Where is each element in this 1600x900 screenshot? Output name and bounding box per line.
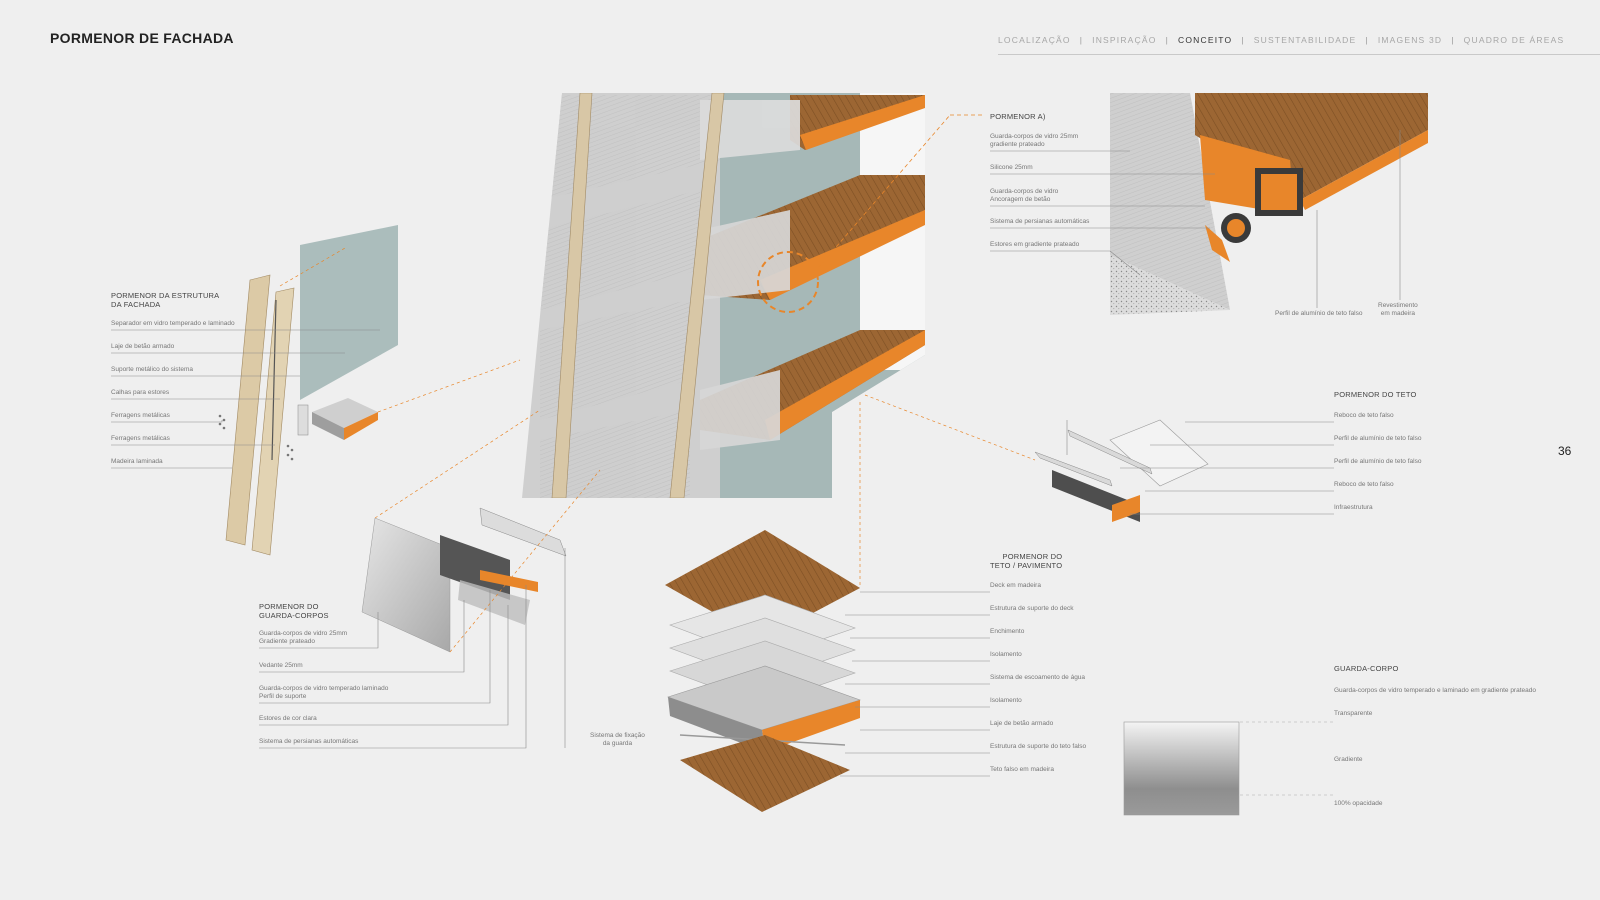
leader-line [990, 250, 1141, 276]
gradient-swatch [1123, 721, 1240, 816]
nav-separator: | [1365, 35, 1369, 45]
legend-level-2: Gradiente [1334, 756, 1363, 763]
page-number: 36 [1558, 444, 1572, 458]
estrutura-label-5: Ferragens metálicas [111, 412, 170, 419]
top-navigation: LOCALIZAÇÃO | INSPIRAÇÃO | CONCEITO | SUSTENTA… [998, 35, 1600, 55]
estrutura-label-6: Ferragens metálicas [111, 435, 170, 442]
estrutura-label-2: Laje de betão armado [111, 343, 175, 350]
guarda-corpos-label-5: Sistema de persianas automáticas [259, 738, 359, 745]
estrutura-label-4: Calhas para estores [111, 389, 170, 396]
guarda-corpos-label-4: Estores de cor clara [259, 715, 317, 722]
nav-item-4[interactable]: SUSTENTABILIDADE [1253, 35, 1357, 45]
estrutura-label-3: Suporte metálico do sistema [111, 366, 194, 373]
teto-label-2: Perfil de alumínio de teto falso [1334, 435, 1422, 442]
guardrail-exploded-view [361, 409, 601, 653]
nav-item-2[interactable]: INSPIRAÇÃO [1092, 35, 1157, 45]
legend-title: GUARDA-CORPO [1334, 664, 1399, 673]
leader-line [259, 600, 465, 673]
leader-line [259, 585, 527, 749]
floor-ceiling-exploded-view [665, 402, 861, 812]
teto-pavimento-label-2: Estrutura de suporte do deck [990, 605, 1074, 612]
teto-pavimento-label-7: Laje de betão armado [990, 720, 1054, 727]
estrutura-label-7: Madeira laminada [111, 458, 163, 465]
leader-line [259, 612, 379, 649]
nav-item-6[interactable]: QUADRO DE ÁREAS [1463, 35, 1565, 45]
page-title: PORMENOR DE FACHADA [50, 30, 234, 46]
main-facade-render [522, 93, 925, 498]
guarda-corpos-label-3: Guarda-corpos de vidro temperado laminad… [259, 685, 389, 701]
teto-title: PORMENOR DO TETO [1334, 390, 1417, 399]
nav-item-3[interactable]: CONCEITO [1178, 35, 1233, 45]
nav-separator: | [1165, 35, 1169, 45]
structure-exploded-view [218, 225, 521, 556]
leader-line [259, 605, 509, 726]
teto-pavimento-label-5: Sistema de escoamento de água [990, 674, 1086, 681]
detail-a-bottom-label-1: Perfil de alumínio de teto falso [1275, 310, 1363, 317]
guarda-corpos-label-2: Vedante 25mm [259, 662, 303, 669]
teto-label-1: Reboco de teto falso [1334, 412, 1394, 419]
teto-pavimento-label-6: Isolamento [990, 697, 1022, 704]
detail-a-render [1110, 93, 1428, 315]
nav-item-5[interactable]: IMAGENS 3D [1377, 35, 1443, 45]
teto-pavimento-label-3: Enchimento [990, 628, 1025, 635]
legend-subtitle: Guarda-corpos de vidro temperado e lamin… [1334, 687, 1536, 694]
leader-line [111, 420, 223, 423]
leader-line [259, 590, 491, 704]
detail-a-label-4: Sistema de persianas automáticas [990, 218, 1090, 225]
nav-separator: | [1241, 35, 1245, 45]
nav-separator: | [1079, 35, 1084, 45]
teto-pavimento-label-1: Deck em madeira [990, 582, 1041, 589]
legend-level-3: 100% opacidade [1334, 800, 1383, 807]
ceiling-detail-render [864, 394, 1209, 522]
nav-separator: | [1451, 35, 1455, 45]
teto-pavimento-label-4: Isolamento [990, 651, 1022, 658]
teto-pavimento-label-9: Teto falso em madeira [990, 766, 1054, 773]
nav-item-1[interactable]: LOCALIZAÇÃO [998, 35, 1071, 45]
teto-label-4: Reboco de teto falso [1334, 481, 1394, 488]
teto-label-3: Perfil de alumínio de teto falso [1334, 458, 1422, 465]
detail-a-label-5: Estores em gradiente prateado [990, 241, 1080, 248]
teto-pavimento-label-8: Estrutura de suporte do teto falso [990, 743, 1087, 750]
legend-level-1: Transparente [1334, 710, 1373, 717]
detail-a-title: PORMENOR A) [990, 112, 1046, 121]
estrutura-label-1: Separador em vidro temperado e laminado [111, 320, 235, 327]
teto-label-5: Infraestrutura [1334, 504, 1373, 511]
detail-a-label-2: Silicone 25mm [990, 164, 1033, 171]
